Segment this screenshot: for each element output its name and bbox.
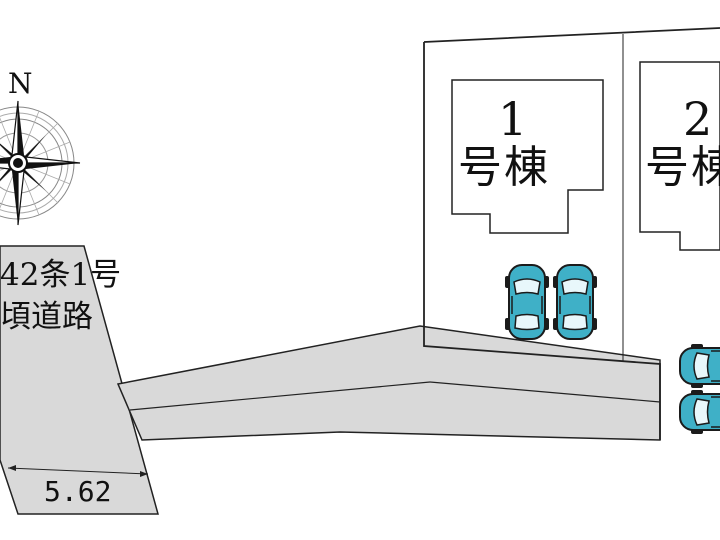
road-label-line1: 42条1号 (0, 257, 122, 293)
parking-space-4 (679, 389, 720, 435)
public-road (0, 245, 159, 515)
building-1-footprint (451, 79, 604, 234)
road-label-line2: 頃道路 (0, 299, 93, 335)
driveway-center-line (129, 381, 431, 411)
car-icon (679, 389, 720, 435)
parking-space-3 (679, 343, 720, 389)
building-1-number: 1 (498, 92, 528, 146)
building-2-number: 2 (683, 92, 713, 146)
compass-rose-icon (0, 100, 81, 226)
lot-boundary (423, 27, 720, 440)
building-2-label: 号棟 (645, 142, 720, 193)
car-icon (504, 264, 550, 340)
road-width-dimension (7, 467, 149, 475)
car-icon (679, 343, 720, 389)
car-icon (552, 264, 598, 340)
north-label: N (8, 67, 33, 100)
parking-space-1 (504, 264, 550, 340)
parking-space-2 (552, 264, 598, 340)
building-2-footprint (639, 61, 720, 251)
access-driveway (116, 325, 661, 441)
road-width-value: 5.62 (44, 475, 112, 508)
building-1-label: 号棟 (458, 142, 550, 193)
